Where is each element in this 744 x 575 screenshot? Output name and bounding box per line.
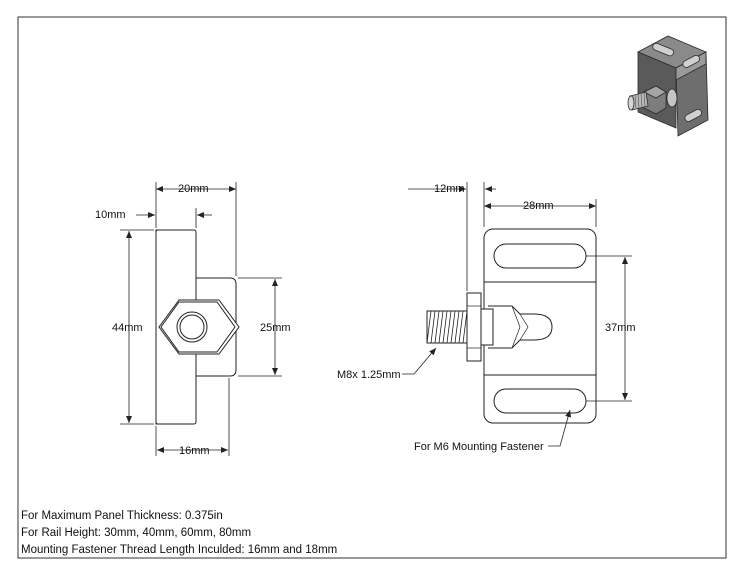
dim-20mm: 20mm (178, 183, 209, 195)
callout-fastener: For M6 Mounting Fastener (414, 441, 544, 453)
isometric-render (627, 35, 709, 137)
front-upper-slot (493, 243, 587, 269)
dim-12mm: 12mm (434, 183, 465, 195)
note-rail-height: For Rail Height: 30mm, 40mm, 60mm, 80mm (21, 527, 252, 539)
front-dimensions (402, 182, 632, 447)
front-view (426, 228, 597, 424)
front-nut-profile (466, 292, 482, 362)
dim-37mm: 37mm (605, 322, 636, 334)
side-hex-nut-face (160, 301, 236, 353)
dim-25mm: 25mm (260, 322, 291, 334)
note-panel-thickness: For Maximum Panel Thickness: 0.375in (21, 510, 223, 522)
note-fastener-length: Mounting Fastener Thread Length Inculded… (21, 544, 338, 556)
front-stud-threads (426, 310, 468, 344)
sheet-border (17, 16, 727, 559)
callout-thread: M8x 1.25mm (337, 369, 401, 381)
dim-16mm: 16mm (179, 445, 210, 457)
front-stud-collar (480, 308, 494, 346)
notes-block: For Maximum Panel Thickness: 0.375in For… (21, 508, 337, 559)
front-lower-slot (493, 388, 587, 414)
side-nut-bore-inner (179, 314, 205, 340)
dim-10mm: 10mm (95, 209, 126, 221)
dimension-labels: 20mm 10mm 44mm 25mm 16mm 12mm 28mm 37mm … (95, 183, 636, 457)
dim-28mm: 28mm (523, 200, 554, 212)
dim-44mm: 44mm (112, 322, 143, 334)
side-dimensions (120, 182, 282, 456)
side-view (155, 229, 240, 425)
